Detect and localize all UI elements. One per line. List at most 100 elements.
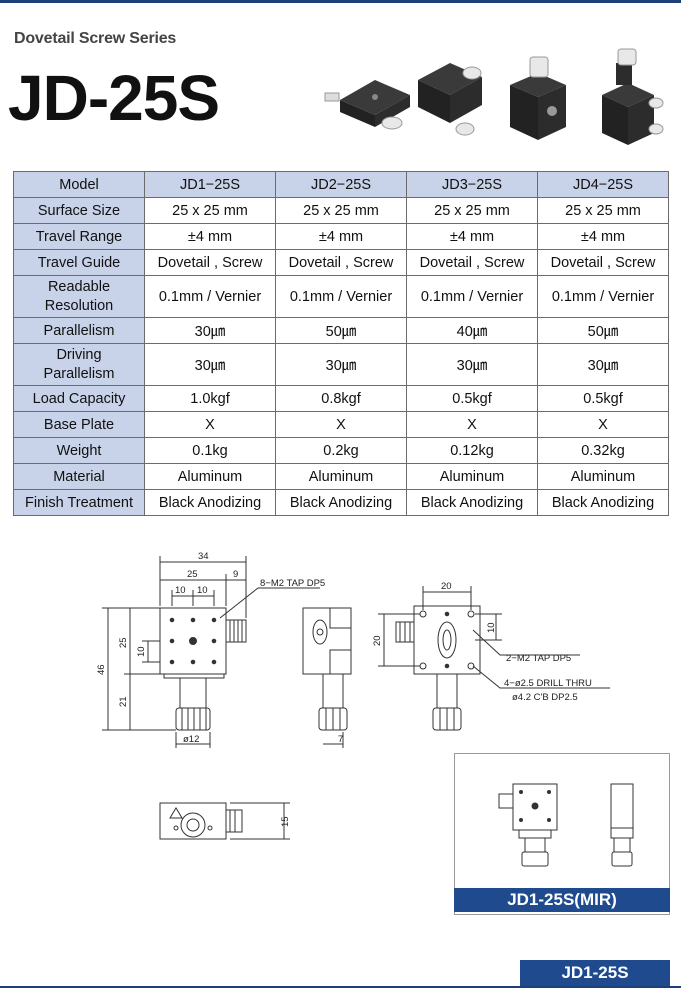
product-photos (324, 48, 664, 145)
dim-label: 25 (118, 637, 129, 648)
dim-label: 10 (175, 585, 186, 596)
table-row: Load Capacity 1.0kgf 0.8kgf 0.5kgf 0.5kg… (13, 385, 669, 412)
table-cell: Black Anodizing (275, 489, 407, 516)
row-label-line: Parallelism (43, 365, 115, 382)
note-label: 8−M2 TAP DP5 (260, 578, 325, 589)
column-header: JD3−25S (406, 171, 538, 198)
table-cell: 30㎛ (275, 343, 407, 386)
row-label-line: Readable (47, 278, 111, 295)
table-row: Surface Size 25 x 25 mm 25 x 25 mm 25 x … (13, 197, 669, 224)
table-cell: ±4 mm (275, 223, 407, 250)
table-cell: Black Anodizing (406, 489, 538, 516)
table-cell: Dovetail , Screw (144, 249, 276, 276)
table-cell: 0.1mm / Vernier (537, 275, 669, 318)
product-photo-jd1 (324, 80, 410, 130)
table-cell: Aluminum (406, 463, 538, 490)
dim-label: 10 (486, 622, 497, 633)
table-cell: ±4 mm (406, 223, 538, 250)
table-cell: 0.2kg (275, 437, 407, 464)
mir-variant-drawing (498, 783, 634, 867)
table-cell: 30㎛ (144, 343, 276, 386)
row-label: Travel Guide (13, 249, 145, 276)
row-label-line: Resolution (44, 297, 114, 314)
row-label-line: Driving (56, 346, 102, 363)
front-view (102, 556, 320, 748)
product-photo-jd4 (602, 48, 664, 145)
dim-label: 25 (187, 569, 198, 580)
row-label: Base Plate (13, 411, 145, 438)
table-cell: 50㎛ (537, 317, 669, 344)
dim-label: 21 (118, 696, 129, 707)
table-cell: X (275, 411, 407, 438)
table-row: Driving Parallelism 30㎛ 30㎛ 30㎛ 30㎛ (13, 343, 669, 386)
model-title: JD-25S (8, 62, 220, 134)
dim-label: 7 (338, 734, 343, 745)
row-label: Surface Size (13, 197, 145, 224)
table-cell: 30㎛ (537, 343, 669, 386)
table-cell: 40㎛ (406, 317, 538, 344)
table-cell: 25 x 25 mm (275, 197, 407, 224)
table-cell: 25 x 25 mm (537, 197, 669, 224)
table-cell: 0.32kg (537, 437, 669, 464)
dimension-labels: 34 25 9 10 10 25 10 46 21 ø12 7 20 20 10… (96, 551, 592, 827)
mir-variant-label: JD1-25S(MIR) (454, 888, 670, 912)
table-cell: Dovetail , Screw (537, 249, 669, 276)
dim-label: ø12 (183, 734, 199, 745)
dim-label: 20 (372, 635, 383, 646)
table-cell: 25 x 25 mm (144, 197, 276, 224)
dim-label: 9 (233, 569, 238, 580)
row-label: Parallelism (13, 317, 145, 344)
footer-model-tab: JD1-25S (520, 960, 670, 986)
column-header: JD2−25S (275, 171, 407, 198)
table-cell: 0.1mm / Vernier (275, 275, 407, 318)
dim-label: 34 (198, 551, 209, 562)
table-row: Base Plate X X X X (13, 411, 669, 438)
table-row: Finish Treatment Black Anodizing Black A… (13, 489, 669, 516)
table-row: Material Aluminum Aluminum Aluminum Alum… (13, 463, 669, 490)
side-view (302, 607, 352, 748)
note-label: 4−ø2.5 DRILL THRU (504, 678, 592, 689)
table-row: Travel Range ±4 mm ±4 mm ±4 mm ±4 mm (13, 223, 669, 250)
table-cell: 30㎛ (406, 343, 538, 386)
table-row: Readable Resolution 0.1mm / Vernier 0.1m… (13, 275, 669, 318)
table-cell: 1.0kgf (144, 385, 276, 412)
dim-label: 10 (136, 646, 147, 657)
footer-rule (0, 986, 681, 988)
table-cell: 0.1mm / Vernier (144, 275, 276, 318)
row-label: Weight (13, 437, 145, 464)
table-row: Travel Guide Dovetail , Screw Dovetail ,… (13, 249, 669, 276)
table-cell: Aluminum (275, 463, 407, 490)
row-label: Finish Treatment (13, 489, 145, 516)
table-cell: X (406, 411, 538, 438)
column-header: JD4−25S (537, 171, 669, 198)
row-label: Readable Resolution (13, 275, 145, 318)
dim-label: 46 (96, 664, 107, 675)
table-cell: Aluminum (537, 463, 669, 490)
top-rule (0, 0, 681, 3)
table-cell: 0.5kgf (406, 385, 538, 412)
table-cell: 0.1mm / Vernier (406, 275, 538, 318)
product-photo-jd2 (418, 63, 482, 136)
table-cell: ±4 mm (537, 223, 669, 250)
bottom-view (159, 802, 290, 840)
row-label: Driving Parallelism (13, 343, 145, 386)
technical-drawing: 34 25 9 10 10 25 10 46 21 ø12 7 20 20 10… (96, 551, 610, 840)
table-cell: Black Anodizing (144, 489, 276, 516)
series-title: Dovetail Screw Series (14, 30, 177, 47)
dim-label: 10 (197, 585, 208, 596)
table-cell: Dovetail , Screw (275, 249, 407, 276)
dim-label: 15 (280, 816, 291, 827)
column-header: JD1−25S (144, 171, 276, 198)
right-view (378, 586, 610, 731)
spec-table: Model JD1−25S JD2−25S JD3−25S JD4−25S Su… (13, 171, 669, 516)
row-label: Travel Range (13, 223, 145, 250)
table-cell: 30㎛ (144, 317, 276, 344)
table-cell: 0.12kg (406, 437, 538, 464)
table-cell: Aluminum (144, 463, 276, 490)
table-cell: 0.1kg (144, 437, 276, 464)
table-cell: X (537, 411, 669, 438)
table-cell: 0.8kgf (275, 385, 407, 412)
table-cell: Dovetail , Screw (406, 249, 538, 276)
table-cell: Black Anodizing (537, 489, 669, 516)
table-header-row: Model JD1−25S JD2−25S JD3−25S JD4−25S (13, 171, 669, 198)
